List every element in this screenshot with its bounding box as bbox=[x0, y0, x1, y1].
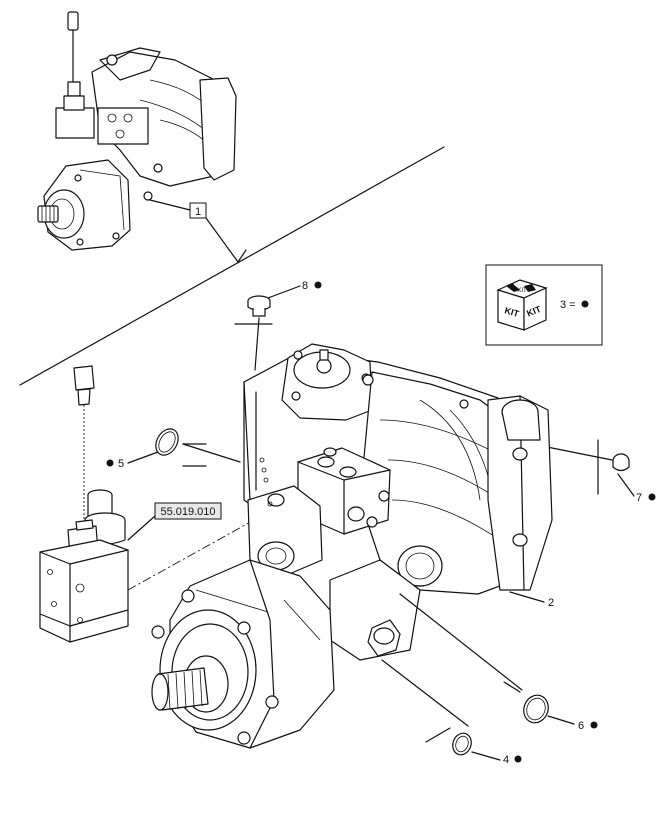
callout-4-bullet bbox=[514, 755, 522, 763]
callout-4-label: 4 bbox=[503, 754, 509, 766]
callout-8-bullet bbox=[314, 281, 322, 289]
o-ring-part-6[interactable] bbox=[520, 692, 552, 727]
callout-5-label: 5 bbox=[118, 458, 124, 470]
main-pump-assembly[interactable] bbox=[151, 343, 553, 749]
plug-part-7[interactable] bbox=[612, 453, 630, 472]
reference-label: 55.019.010 bbox=[160, 506, 215, 518]
kit-left-label: KIT bbox=[503, 305, 520, 319]
callout-6[interactable]: 6 bbox=[547, 715, 598, 732]
separator-line bbox=[19, 146, 445, 386]
solenoid-valve[interactable] bbox=[39, 365, 129, 643]
callout-8-label: 8 bbox=[302, 280, 308, 292]
callout-7[interactable]: 7 bbox=[617, 473, 656, 504]
callout-1-label: 1 bbox=[195, 206, 201, 218]
kit-legend-box: KIT KIT KIT 3 = bbox=[485, 264, 603, 346]
callout-3-label: 3 = bbox=[560, 299, 576, 311]
callout-5-bullet bbox=[106, 459, 114, 467]
kit-top-label: KIT bbox=[517, 288, 527, 294]
callout-1[interactable]: 1 bbox=[149, 199, 247, 263]
assembly-axis-line bbox=[127, 509, 273, 591]
o-ring-part-4[interactable] bbox=[450, 731, 474, 758]
callout-2-label: 2 bbox=[548, 597, 554, 609]
overview-pump-assembly[interactable] bbox=[37, 11, 237, 251]
callout-5[interactable]: 5 bbox=[106, 451, 159, 470]
kit-cube-icon: KIT KIT KIT bbox=[496, 279, 548, 331]
o-ring-part-5[interactable] bbox=[151, 425, 182, 459]
callout-3-bullet bbox=[581, 300, 589, 308]
callout-7-label: 7 bbox=[636, 492, 642, 504]
callout-7-bullet bbox=[648, 493, 656, 501]
callout-6-label: 6 bbox=[578, 720, 584, 732]
callout-4[interactable]: 4 bbox=[471, 751, 522, 766]
callout-2[interactable]: 2 bbox=[509, 591, 554, 609]
callout-6-bullet bbox=[590, 721, 598, 729]
reference-55-019-010[interactable]: 55.019.010 bbox=[127, 502, 222, 541]
plug-part-8[interactable] bbox=[247, 295, 271, 317]
callout-8[interactable]: 8 bbox=[267, 280, 322, 299]
